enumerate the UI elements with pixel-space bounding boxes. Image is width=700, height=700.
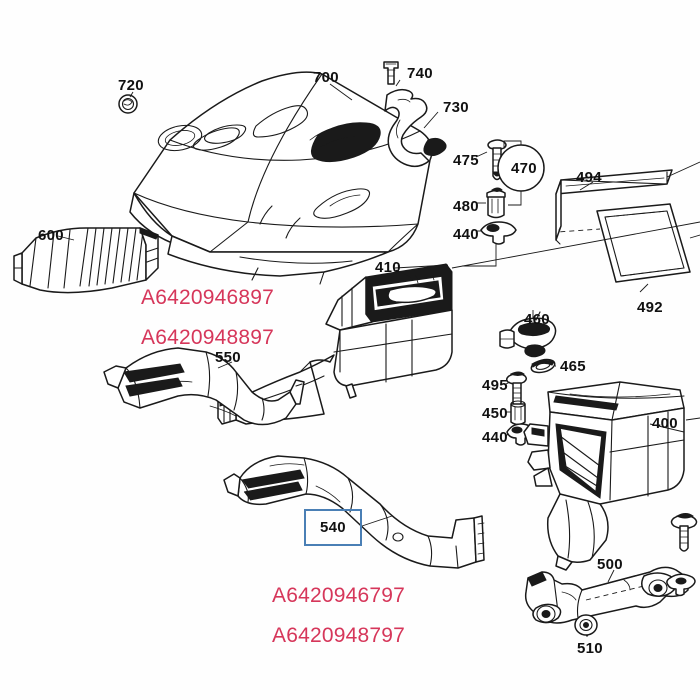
part-730-bracket <box>384 88 447 168</box>
part-465-seal <box>530 358 556 374</box>
part-480-sleeve <box>486 187 506 219</box>
part-720-grommet <box>118 94 138 114</box>
callout-500: 500 <box>597 556 623 573</box>
part-550-air-duct <box>103 347 305 426</box>
callout-720: 720 <box>118 77 144 94</box>
part-410-housing-left <box>217 221 700 425</box>
callout-492: 492 <box>637 299 663 316</box>
callout-410: 410 <box>375 259 401 276</box>
callout-480: 480 <box>453 198 479 215</box>
part-494-filter-frame <box>555 161 700 245</box>
part-number-a6420948797: A6420948797 <box>272 624 405 647</box>
part-492-filter-element <box>596 203 700 283</box>
callout-495: 495 <box>482 377 508 394</box>
part-440-rubber-mount-upper <box>462 221 517 267</box>
part-400-housing-right <box>523 381 700 571</box>
hardware-bolt-right <box>670 513 698 552</box>
callout-730: 730 <box>443 99 469 116</box>
part-700-engine-cover <box>129 71 433 285</box>
part-number-a6420946897: A6420946897 <box>141 286 274 309</box>
part-540-intake-duct <box>223 455 485 569</box>
callout-440-lower: 440 <box>482 429 508 446</box>
part-740-bolt <box>383 61 399 85</box>
part-450-bushing <box>510 400 526 426</box>
hardware-nut-right <box>666 573 696 597</box>
callout-494: 494 <box>576 169 602 186</box>
callout-470: 470 <box>511 160 537 177</box>
callout-400: 400 <box>652 415 678 432</box>
part-510-mount <box>574 614 598 636</box>
callout-600: 600 <box>38 227 64 244</box>
callout-700: 700 <box>313 69 339 86</box>
callout-510: 510 <box>577 640 603 657</box>
callout-550: 550 <box>215 349 241 366</box>
part-460-maf-sensor <box>499 310 557 358</box>
part-600-flexible-hose <box>13 227 159 294</box>
part-470-assembly-bubble <box>497 140 545 206</box>
callout-740: 740 <box>407 65 433 82</box>
leader-lines <box>57 79 685 637</box>
part-number-a6420948897: A6420948897 <box>141 326 274 349</box>
callout-475: 475 <box>453 152 479 169</box>
part-number-a6420946797: A6420946797 <box>272 584 405 607</box>
highlight-box-540[interactable]: 540 <box>304 509 362 546</box>
callout-540: 540 <box>320 519 346 536</box>
callout-440: 440 <box>453 226 479 243</box>
callout-460: 460 <box>524 311 550 328</box>
part-500-support-bracket <box>524 566 689 624</box>
callout-450: 450 <box>482 405 508 422</box>
callout-465: 465 <box>560 358 586 375</box>
